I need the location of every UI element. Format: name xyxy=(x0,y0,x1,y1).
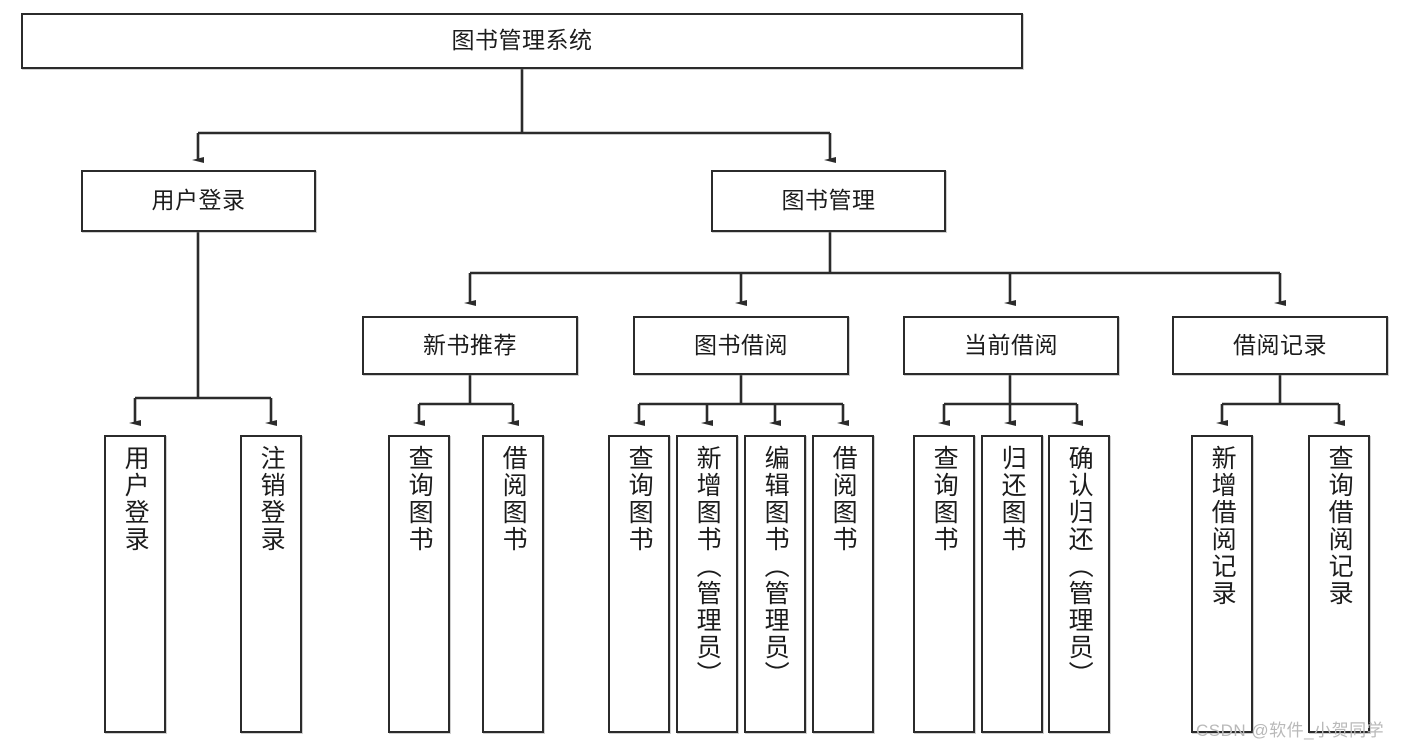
leaf-borrow-borrow-book[interactable]: 借阅图书 xyxy=(812,435,874,733)
node-label: 用户登录 xyxy=(121,445,150,553)
node-label: 查询图书 xyxy=(625,445,654,553)
leaf-user-login[interactable]: 用户登录 xyxy=(104,435,166,733)
node-label: 查询图书 xyxy=(930,445,959,553)
node-label: 图书管理 xyxy=(781,187,876,214)
node-label: 注销登录 xyxy=(257,445,286,553)
csdn-watermark: CSDN @软件_小贺同学 xyxy=(1196,721,1385,740)
leaf-recommend-borrow-book[interactable]: 借阅图书 xyxy=(482,435,544,733)
leaf-current-confirm-return-admin[interactable]: 确认归还（管理员） xyxy=(1048,435,1110,733)
node-user-login[interactable]: 用户登录 xyxy=(81,170,316,232)
node-new-book-recommend[interactable]: 新书推荐 xyxy=(362,316,578,375)
leaf-borrow-edit-book-admin[interactable]: 编辑图书（管理员） xyxy=(744,435,806,733)
node-label: 新书推荐 xyxy=(423,331,517,358)
node-label: 归还图书 xyxy=(998,445,1027,553)
node-label: 查询借阅记录 xyxy=(1325,445,1354,607)
node-label: 编辑图书（管理员） xyxy=(761,445,790,688)
node-label: 查询图书 xyxy=(405,445,434,553)
leaf-current-query-book[interactable]: 查询图书 xyxy=(913,435,975,733)
leaf-current-return-book[interactable]: 归还图书 xyxy=(981,435,1043,733)
node-label: 借阅记录 xyxy=(1233,331,1327,358)
node-label: 当前借阅 xyxy=(964,331,1058,358)
node-label: 图书借阅 xyxy=(694,331,788,358)
node-label: 用户登录 xyxy=(151,187,246,214)
node-label: 确认归还（管理员） xyxy=(1065,445,1094,688)
leaf-record-query-record[interactable]: 查询借阅记录 xyxy=(1308,435,1370,733)
leaf-borrow-query-book[interactable]: 查询图书 xyxy=(608,435,670,733)
node-root-system[interactable]: 图书管理系统 xyxy=(21,13,1023,69)
node-label: 图书管理系统 xyxy=(451,27,593,54)
leaf-record-add-record[interactable]: 新增借阅记录 xyxy=(1191,435,1253,733)
leaf-borrow-add-book-admin[interactable]: 新增图书（管理员） xyxy=(676,435,738,733)
leaf-recommend-query-book[interactable]: 查询图书 xyxy=(388,435,450,733)
node-book-borrow[interactable]: 图书借阅 xyxy=(633,316,849,375)
node-label: 借阅图书 xyxy=(829,445,858,553)
node-current-borrow[interactable]: 当前借阅 xyxy=(903,316,1119,375)
leaf-user-logout[interactable]: 注销登录 xyxy=(240,435,302,733)
node-label: 新增借阅记录 xyxy=(1208,445,1237,607)
node-label: 新增图书（管理员） xyxy=(693,445,722,688)
node-borrow-record[interactable]: 借阅记录 xyxy=(1172,316,1388,375)
node-label: 借阅图书 xyxy=(499,445,528,553)
node-book-management[interactable]: 图书管理 xyxy=(711,170,946,232)
